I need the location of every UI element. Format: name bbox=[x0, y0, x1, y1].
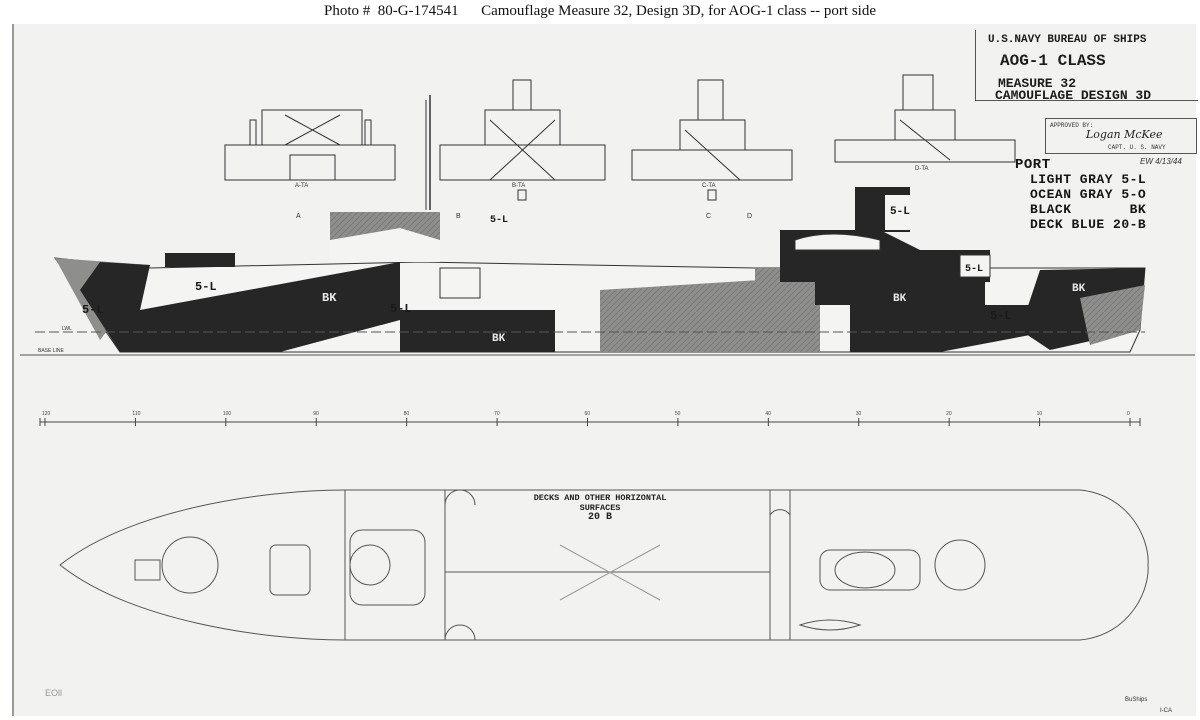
deck-plan bbox=[59, 489, 1149, 641]
label-bk-mid: BK bbox=[492, 333, 506, 345]
deck-note: DECKS AND OTHER HORIZONTAL SURFACES 20 B bbox=[500, 493, 700, 523]
approval-signature: Logan McKee bbox=[1086, 128, 1163, 141]
deck-note-line3: 20 B bbox=[587, 512, 612, 523]
approval-initials: EW 4/13/44 bbox=[1140, 157, 1182, 166]
scale-tick-label: 120 bbox=[42, 411, 51, 417]
label-bk-aft: BK bbox=[893, 293, 907, 305]
scale-tick-label: 10 bbox=[1037, 411, 1043, 417]
corner-mark-right: BuShips bbox=[1125, 697, 1148, 703]
legend-ocean-gray: OCEAN GRAY 5-O bbox=[1030, 187, 1147, 202]
section-b bbox=[439, 79, 606, 201]
scale-tick-label: 40 bbox=[765, 411, 771, 417]
label-5l-bow: 5-L bbox=[195, 280, 217, 294]
title-bureau: U.S.NAVY BUREAU OF SHIPS bbox=[988, 34, 1147, 46]
label-bk-stern: BK bbox=[1072, 283, 1086, 295]
approval-label: APPROVED BY: bbox=[1050, 122, 1094, 129]
marker-d: D bbox=[747, 213, 752, 220]
deck-note-line2: SURFACES bbox=[579, 503, 621, 513]
scale-tick-label: 100 bbox=[223, 411, 232, 417]
label-5l-stem: 5-L bbox=[82, 303, 104, 317]
label-bk-fwd: BK bbox=[322, 291, 337, 305]
scale-tick-label: 90 bbox=[313, 411, 319, 417]
approval-rank: CAPT. U. S. NAVY bbox=[1108, 144, 1166, 151]
deck-note-line1: DECKS AND OTHER HORIZONTAL bbox=[533, 493, 667, 503]
scale-tick-label: 0 bbox=[1127, 411, 1130, 417]
section-label-d: D-TA bbox=[915, 166, 929, 172]
legend-light-gray: LIGHT GRAY 5-L bbox=[1030, 172, 1147, 187]
scale-tick-label: 30 bbox=[856, 411, 862, 417]
section-c bbox=[631, 79, 793, 201]
label-5l-stack: 5-L bbox=[890, 206, 910, 218]
scale-tick-label: 60 bbox=[585, 411, 591, 417]
title-block: U.S.NAVY BUREAU OF SHIPS AOG-1 CLASS MEA… bbox=[975, 30, 1198, 101]
legend-heading: PORT bbox=[1015, 157, 1051, 173]
section-a bbox=[224, 109, 396, 181]
title-class: AOG-1 CLASS bbox=[1000, 52, 1106, 70]
marker-c: C bbox=[706, 213, 711, 220]
section-label-b: B-TA bbox=[512, 183, 525, 189]
baseline-label: BASE LINE bbox=[38, 348, 65, 354]
corner-mark-ref: I-CA bbox=[1160, 708, 1172, 714]
scale-ticks: 0 10 20 30 40 50 60 70 80 90 100 110 120 bbox=[42, 411, 1131, 426]
hull-profile bbox=[20, 187, 1195, 356]
legend-deck-blue: DECK BLUE 20-B bbox=[1030, 217, 1147, 232]
label-5l-bridge: 5-L bbox=[490, 215, 508, 226]
title-design: CAMOUFLAGE DESIGN 3D bbox=[995, 88, 1152, 103]
scale-tick-label: 20 bbox=[946, 411, 952, 417]
section-label-a: A-TA bbox=[295, 183, 308, 189]
scale-tick-label: 80 bbox=[404, 411, 410, 417]
marker-a: A bbox=[296, 213, 301, 220]
label-5l-house: 5-L bbox=[965, 264, 983, 275]
label-5l-mid: 5-L bbox=[390, 302, 412, 316]
marker-b: B bbox=[456, 213, 461, 220]
section-d bbox=[834, 74, 1016, 163]
approval-stamp: APPROVED BY: Logan McKee CAPT. U. S. NAV… bbox=[1045, 118, 1197, 154]
scale-bar bbox=[39, 418, 1141, 426]
section-label-c: C-TA bbox=[702, 183, 716, 189]
scale-tick-label: 110 bbox=[132, 411, 140, 417]
label-5l-aft: 5-L bbox=[990, 309, 1012, 323]
scale-tick-label: 70 bbox=[494, 411, 500, 417]
lwl-label: LWL bbox=[62, 326, 72, 332]
photo-caption: Photo # 80-G-174541 Camouflage Measure 3… bbox=[324, 3, 876, 19]
legend-black: BLACK BK bbox=[1030, 202, 1147, 217]
corner-mark-left: EOll bbox=[45, 688, 63, 698]
title-measure: MEASURE 32 bbox=[998, 76, 1077, 91]
drawing-sheet bbox=[12, 24, 1196, 716]
scale-tick-label: 50 bbox=[675, 411, 681, 417]
